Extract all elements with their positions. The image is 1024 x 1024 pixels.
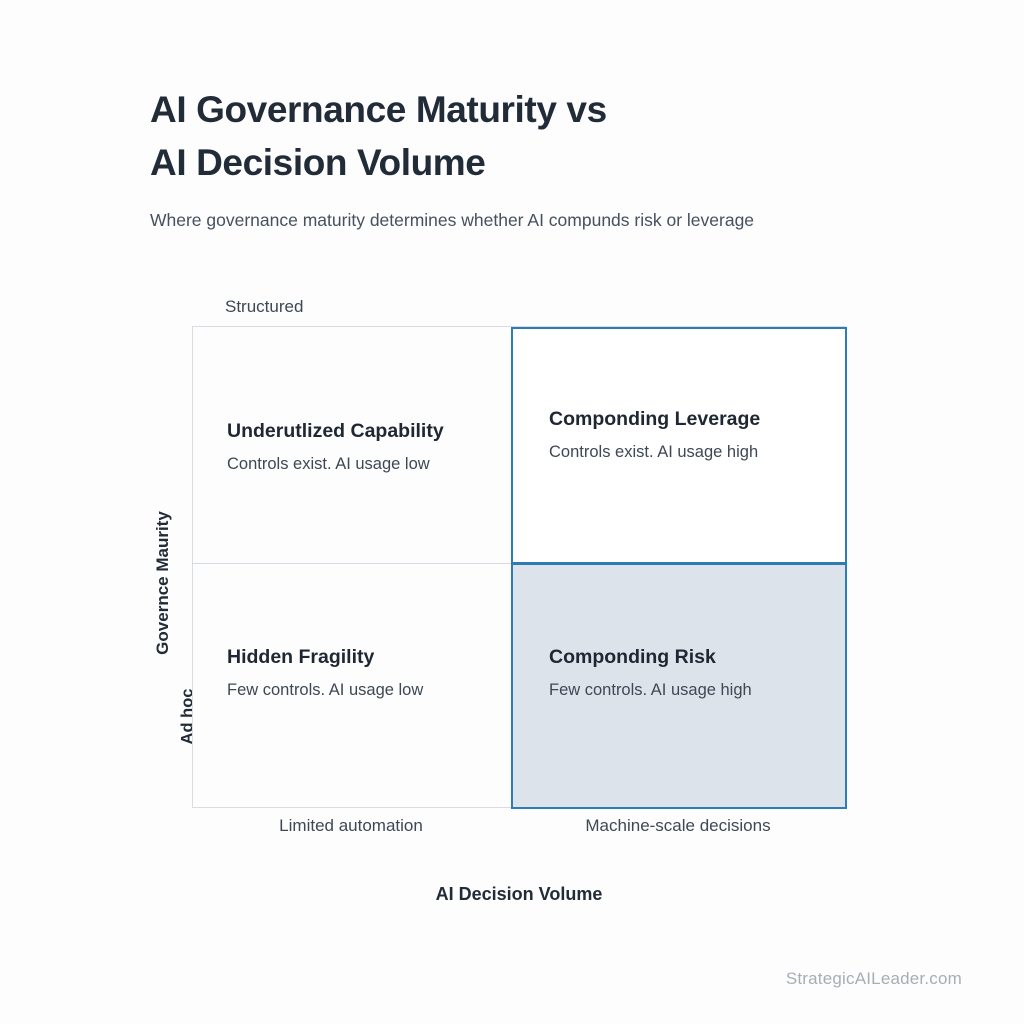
quadrant-description: Few controls. AI usage low [227,681,424,700]
quadrant-underutilized-capability[interactable]: Underutlized Capability Controls exist. … [193,327,511,563]
x-axis-tick-limited-automation: Limited automation [279,816,423,835]
quadrant-title: Underutlized Capability [227,420,444,442]
quadrant-title: Hidden Fragility [227,646,375,668]
x-axis-tick-machine-scale-decisions: Machine-scale decisions [585,816,771,835]
quadrant-content: Hidden Fragility Few controls. AI usage … [227,645,497,703]
page-subtitle: Where governance maturity determines whe… [150,210,755,231]
quadrant-description: Controls exist. AI usage high [549,443,759,462]
footer-brand: StrategicAILeader.com [785,969,962,988]
quadrant-hidden-fragility[interactable]: Hidden Fragility Few controls. AI usage … [193,563,511,809]
y-axis-title: Governce Maurity [153,511,172,655]
quadrant-content: Componding Risk Few controls. AI usage h… [549,645,795,703]
quadrant-componding-leverage[interactable]: Componding Leverage Controls exist. AI u… [511,327,847,564]
quadrant-content: Componding Leverage Controls exist. AI u… [549,407,795,465]
header-block: AI Governance Maturity vs AI Decision Vo… [150,84,970,233]
y-axis-tick-structured: Structured [225,297,304,316]
quadrant-componding-risk[interactable]: Componding Risk Few controls. AI usage h… [511,563,847,809]
page-title: AI Governance Maturity vs AI Decision Vo… [150,89,607,183]
quadrant-matrix: Underutlized Capability Controls exist. … [192,326,847,809]
quadrant-description: Few controls. AI usage high [549,681,752,700]
quadrant-title: Componding Risk [549,646,716,668]
quadrant-content: Underutlized Capability Controls exist. … [227,419,497,477]
quadrant-description: Controls exist. AI usage low [227,455,430,474]
x-axis-title: AI Decision Volume [435,884,603,904]
quadrant-title: Componding Leverage [549,408,761,430]
